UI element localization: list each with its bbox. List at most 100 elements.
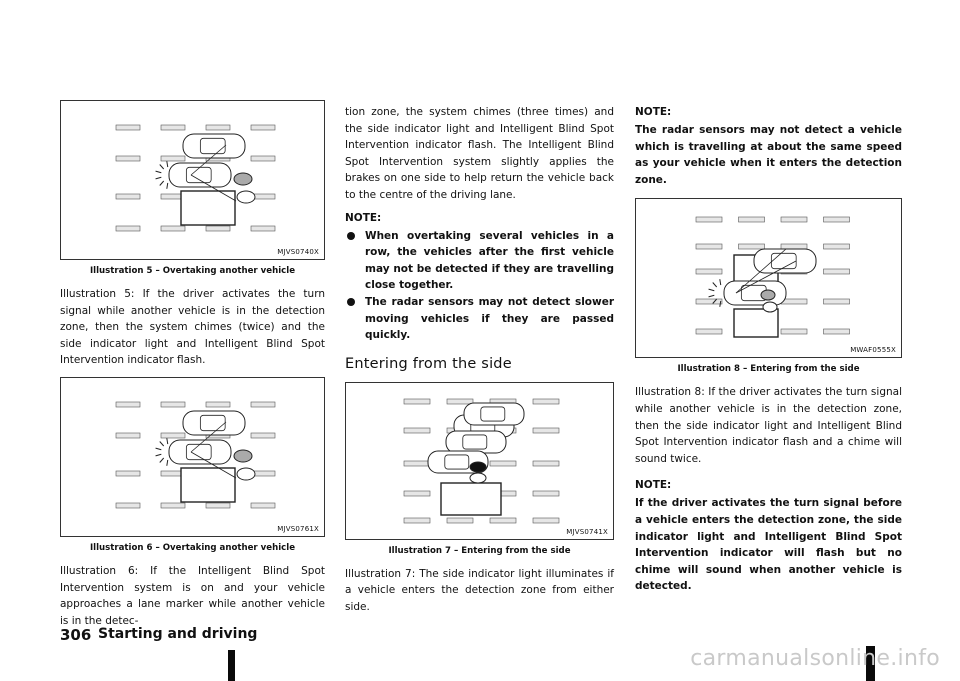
section-heading: Entering from the side — [345, 355, 512, 372]
page-number: 306 — [60, 626, 92, 644]
note-heading: NOTE: — [635, 479, 672, 492]
lane-marker — [205, 401, 231, 408]
lane-marker — [250, 502, 276, 509]
lane-marker — [205, 124, 231, 131]
lane-marker — [205, 225, 231, 232]
column-1: MJVS0740X Illustration 5 – Overtaking an… — [60, 100, 325, 629]
lane-marker — [115, 155, 141, 162]
lane-marker — [489, 517, 517, 524]
lane-marker — [160, 432, 186, 439]
signal-flash — [159, 441, 165, 447]
binding-bar-left — [228, 650, 235, 681]
signal-flash — [719, 301, 722, 308]
lane-marker — [780, 329, 808, 335]
note-bullet-text: The radar sensors may not detect slower … — [365, 295, 614, 342]
radar-beam — [735, 261, 797, 294]
continued-paragraph: tion zone, the system chimes (three time… — [345, 106, 614, 201]
lane-marker — [738, 244, 765, 250]
indicator-light — [236, 467, 256, 481]
illustration-5-drawing — [115, 124, 276, 232]
lane-marker — [115, 193, 141, 200]
lane-marker — [403, 427, 431, 434]
own-vehicle — [168, 162, 232, 188]
indicator-light — [236, 190, 256, 204]
illustration-5: MJVS0740X — [60, 100, 325, 260]
note-heading: NOTE: — [345, 211, 382, 224]
lane-marker — [823, 217, 850, 223]
detection-zone — [440, 482, 502, 516]
lane-marker — [695, 299, 723, 305]
illustration-6-caption: Illustration 6 – Overtaking another vehi… — [89, 542, 296, 553]
illustration-7-code: MJVS0741X — [566, 527, 608, 536]
detection-zone — [733, 308, 779, 339]
signal-flash — [155, 453, 162, 457]
signal-flash — [719, 279, 722, 286]
lane-marker — [403, 460, 431, 467]
illustration-6-drawing — [115, 401, 276, 509]
lane-marker — [250, 124, 276, 131]
radar-beam — [190, 421, 227, 453]
note-heading: NOTE: — [635, 106, 672, 118]
note-bullet-text: When overtaking several vehicles in a ro… — [365, 229, 614, 292]
illustration-6-description: Illustration 6: If the Intelligent Blind… — [60, 564, 325, 627]
signal-flash — [155, 170, 162, 174]
lane-marker — [823, 269, 850, 275]
lane-marker — [115, 502, 141, 509]
watermark: carmanualsonline.info — [690, 646, 940, 671]
other-vehicle — [753, 248, 817, 274]
lane-marker — [532, 490, 560, 497]
illustration-7-drawing — [403, 398, 560, 524]
illustration-7: MJVS0741X — [345, 381, 614, 540]
signal-flash — [712, 299, 718, 305]
lane-marker — [695, 329, 723, 335]
lane-marker — [738, 217, 765, 223]
radar-beam — [190, 174, 237, 202]
signal-flash — [159, 457, 165, 463]
note-text: If the driver activates the turn signal … — [635, 497, 902, 593]
lane-marker — [695, 269, 723, 275]
note-text: The radar sensors may not detect a vehic… — [635, 124, 902, 186]
lane-marker — [115, 401, 141, 408]
lane-marker — [115, 225, 141, 232]
bullet-icon — [347, 297, 355, 306]
signal-flash — [166, 182, 169, 189]
signal-flash — [159, 164, 165, 170]
other-vehicle-window — [462, 434, 488, 450]
illustration-8-code: MWAF0555X — [850, 346, 896, 355]
lane-marker — [532, 427, 560, 434]
illustration-6: MJVS0761X — [60, 376, 325, 537]
indicator-light — [233, 172, 253, 186]
illustration-8: MWAF0555X — [635, 198, 902, 359]
lane-marker — [160, 155, 186, 162]
binding-bar-right — [866, 646, 875, 681]
illustration-5-caption: Illustration 5 – Overtaking another vehi… — [89, 266, 296, 276]
signal-flash — [159, 180, 165, 186]
lane-marker — [489, 460, 517, 467]
indicator-light — [469, 461, 487, 473]
signal-flash — [166, 438, 169, 445]
other-vehicle — [463, 402, 525, 426]
lane-marker — [160, 124, 186, 131]
lane-marker — [695, 244, 723, 250]
illustration-5-description: Illustration 5: If the driver activates … — [60, 288, 325, 367]
signal-flash — [166, 459, 169, 466]
lane-marker — [823, 244, 850, 250]
lane-marker — [532, 398, 560, 405]
lane-marker — [250, 155, 276, 162]
detection-zone — [180, 467, 236, 503]
lane-marker — [250, 432, 276, 439]
note-bullet: The radar sensors may not detect slower … — [345, 294, 614, 344]
own-vehicle-window — [185, 166, 212, 184]
note-bullet: When overtaking several vehicles in a ro… — [345, 228, 614, 294]
signal-flash — [708, 295, 715, 298]
own-vehicle-window — [185, 443, 212, 461]
lane-marker — [250, 401, 276, 408]
indicator-light — [469, 472, 487, 484]
signal-flash — [166, 161, 169, 168]
lane-marker — [446, 398, 474, 405]
lane-marker — [532, 517, 560, 524]
other-vehicle-window — [480, 406, 506, 422]
note-bullet-list: When overtaking several vehicles in a ro… — [345, 228, 614, 344]
own-vehicle — [168, 439, 232, 465]
detection-zone — [180, 190, 236, 226]
